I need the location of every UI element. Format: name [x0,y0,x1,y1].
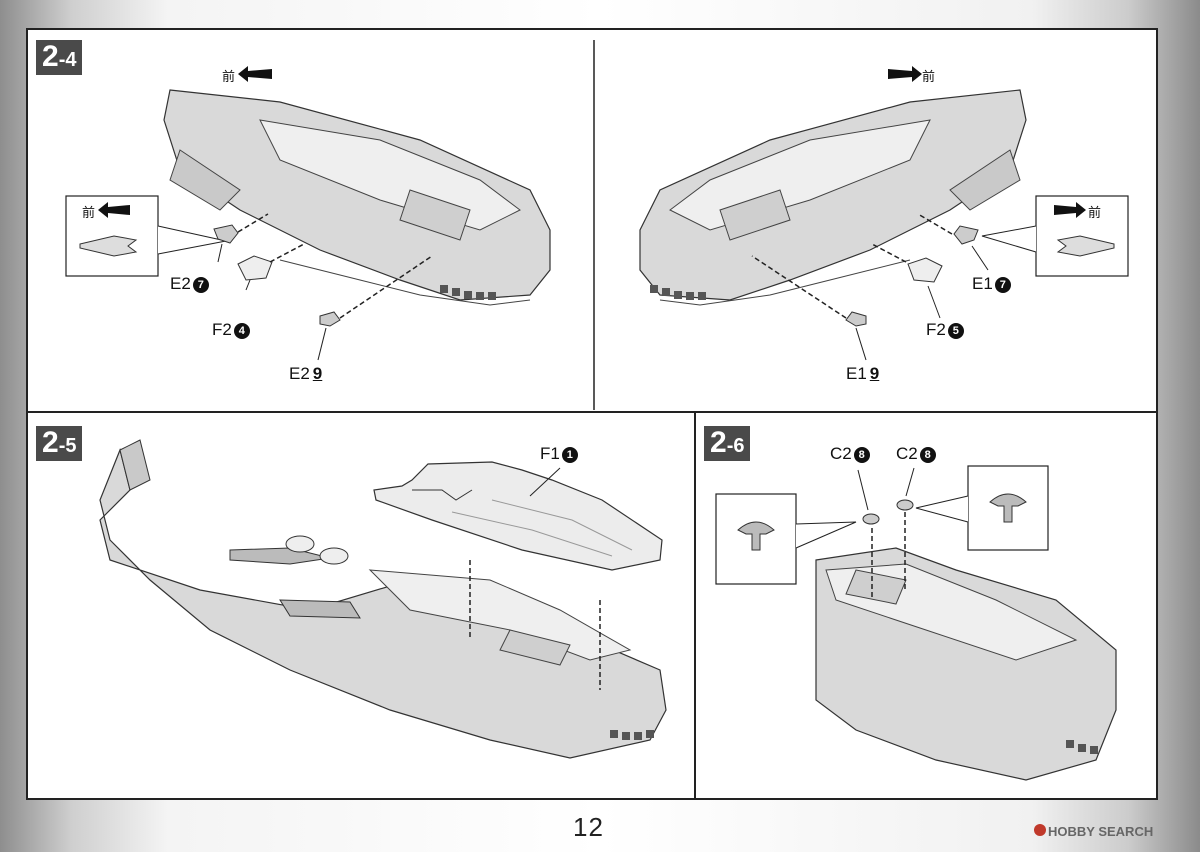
part-c2-8b-shape [896,499,914,511]
ship-hull-left [163,89,551,306]
front-label: 前 [222,69,236,84]
ship-hull-full [99,439,667,759]
step-major: 2 [42,40,59,73]
front-arrow-label: 前 [222,66,235,85]
step-badge-2-4: 2-4 [36,40,83,75]
step-badge-2-6: 2-6 [704,426,751,461]
part-e2-7-shape [213,224,239,244]
assembly-arrows-2-6 [857,467,915,600]
inset-callout-2-6-right [915,465,1049,551]
assembly-arrows-right [751,213,989,361]
ship-hull-partial [815,547,1117,781]
part-e1-7-shape [953,225,979,245]
part-e2-9-shape [319,311,341,327]
page-number: 12 [573,812,604,842]
part-c2-8a-shape [862,513,880,525]
step-minor: -4 [58,49,77,71]
ship-hull-right [639,89,1027,306]
part-f1-1-shape [373,461,663,571]
inset-front-label: 前 [82,205,96,220]
watermark: HOBBY SEARCH [1048,824,1154,839]
inset-callout-2-6-left [715,493,857,585]
part-e1-9-shape [845,311,867,327]
part-f2-4-shape [237,255,273,281]
front-arrow-label-right: 前 [922,69,936,84]
front-arrow-icon-right [888,66,922,82]
hobby-search-logo-icon [1034,824,1046,836]
front-arrow-icon [238,66,272,82]
inset-front-arrow-icon [98,202,130,218]
assembly-arrows-2-5 [469,467,601,690]
part-f2-5-shape [907,257,943,283]
step-badge-2-5: 2-5 [36,426,83,461]
assembly-arrows-left [217,213,433,361]
inset-front-arrow-icon-right [1054,202,1086,218]
inset-front-label-right: 前 [1088,205,1102,220]
